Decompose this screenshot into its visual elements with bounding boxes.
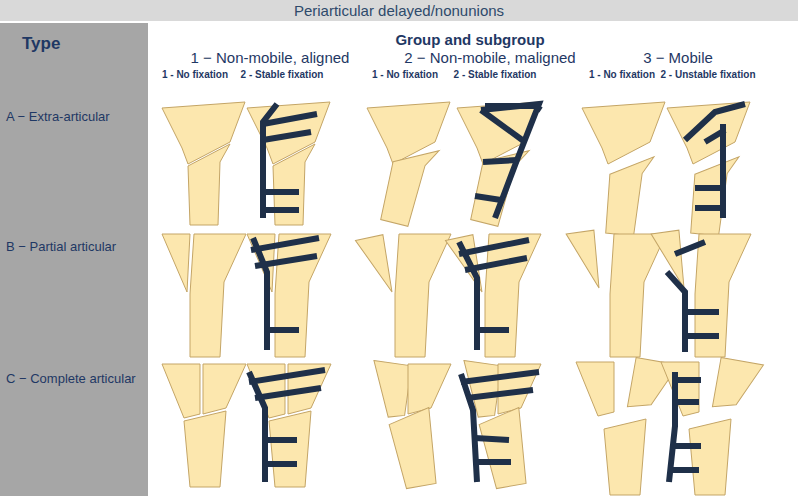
subgroup-heading: 2 - Stable fixation: [241, 69, 324, 81]
subgroup-heading: 2 - Stable fixation: [454, 69, 537, 81]
subgroup-heading: 1 - No fixation: [162, 69, 228, 81]
row-heading: C − Complete articular: [6, 372, 136, 387]
subgroup-heading: 1 - No fixation: [589, 69, 655, 81]
group-heading: 2 − Non-mobile, maligned: [404, 49, 575, 66]
subgroup-heading: 2 - Unstable fixation: [660, 69, 755, 81]
group-heading: 1 − Non-mobile, aligned: [191, 49, 350, 66]
table-title: Periarticular delayed/nonunions: [294, 2, 504, 19]
row-heading: A − Extra-articular: [6, 110, 110, 125]
row-heading: B − Partial articular: [6, 240, 116, 255]
group-heading: 3 − Mobile: [643, 49, 713, 66]
type-column: [0, 22, 148, 496]
subgroup-heading: 1 - No fixation: [372, 69, 438, 81]
column-heading: Group and subgroup: [395, 31, 544, 48]
fixation-plates: [249, 104, 745, 482]
band-divider: [0, 21, 798, 23]
title-band: [0, 0, 798, 22]
column-heading: Type: [22, 34, 60, 54]
